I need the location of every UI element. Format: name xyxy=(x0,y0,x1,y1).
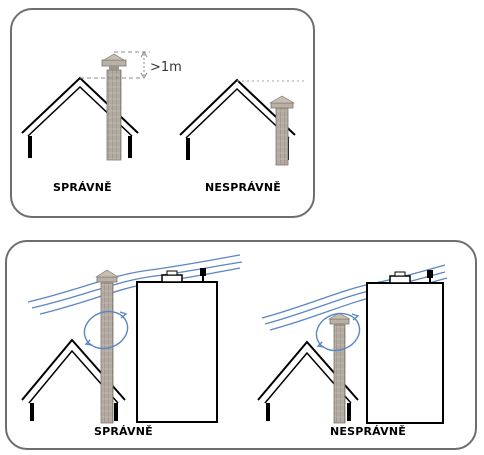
height-note-label: >1m xyxy=(150,60,182,75)
top-incorrect-chimney xyxy=(268,95,296,166)
bottom-incorrect-chimney xyxy=(327,312,351,424)
height-marker xyxy=(80,51,150,79)
top-correct-chimney xyxy=(101,53,127,161)
bottom-incorrect-label: NESPRÁVNĚ xyxy=(330,425,406,438)
top-correct-label: SPRÁVNĚ xyxy=(53,181,112,194)
bottom-correct-label: SPRÁVNĚ xyxy=(94,425,153,438)
bottom-correct-chimney xyxy=(94,269,120,424)
top-incorrect-label: NESPRÁVNĚ xyxy=(205,181,281,194)
bottom-incorrect-eddy xyxy=(315,312,361,352)
top-comparison-panel xyxy=(10,8,315,218)
bottom-incorrect-building xyxy=(366,270,444,424)
bottom-correct-eddy xyxy=(83,310,129,350)
bottom-correct-building xyxy=(136,268,218,423)
